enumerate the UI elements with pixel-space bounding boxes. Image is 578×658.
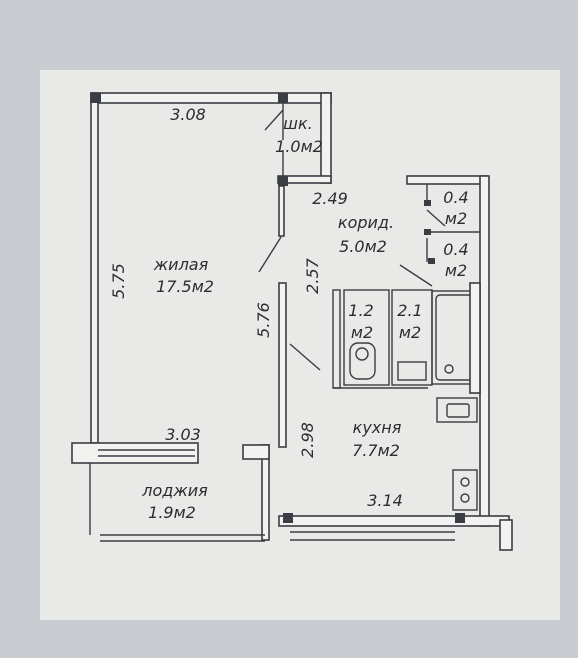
dim-loggia-width: 3.03 [165,425,201,444]
closet-area: 1.0м2 [275,137,323,156]
dim-kitchen-bottom: 3.14 [367,491,403,510]
storage-1-value: 0.4 [443,188,468,207]
bathroom-value: 2.1 [397,301,422,320]
loggia-walls [71,442,265,542]
storage-2-unit: м2 [445,261,467,280]
dimension-labels: 3.08 2.49 5.75 5.76 2.57 3.03 2.98 3.14 [109,105,403,510]
dim-living-right: 5.76 [254,302,273,338]
wc-value: 1.2 [348,301,373,320]
dim-corridor-height: 2.57 [303,257,322,293]
stove-icon [452,469,478,511]
dim-living-top: 3.08 [170,105,206,124]
toilet-icon [349,342,376,380]
sink-icon [397,361,427,381]
dim-kitchen-height: 2.98 [298,422,317,458]
loggia-area: 1.9м2 [148,503,196,522]
living-partition [258,185,287,448]
storage-2-value: 0.4 [443,240,468,259]
corridor-area: 5.0м2 [339,237,387,256]
kitchen-sink-icon [436,397,478,423]
kitchen-area: 7.7м2 [352,441,400,460]
dim-closet-bottom: 2.49 [312,189,348,208]
storage-1-unit: м2 [445,209,467,228]
living-room-area: 17.5м2 [156,277,214,296]
wc-unit: м2 [351,323,373,342]
sanitary-block [289,282,481,394]
kitchen-walls [242,397,513,551]
paper-sheet [40,70,560,620]
loggia-name: лоджия [141,481,208,500]
corridor-name: корид. [338,213,394,232]
room-labels: жилая 17.5м2 шк. 1.0м2 корид. 5.0м2 0.4 … [141,114,468,522]
kitchen-name: кухня [353,418,402,437]
closet-name: шк. [283,114,312,133]
living-room-name: жилая [153,255,209,274]
bathroom-unit: м2 [399,323,421,342]
closet-walls [264,92,332,186]
dim-living-left: 5.75 [109,263,128,299]
